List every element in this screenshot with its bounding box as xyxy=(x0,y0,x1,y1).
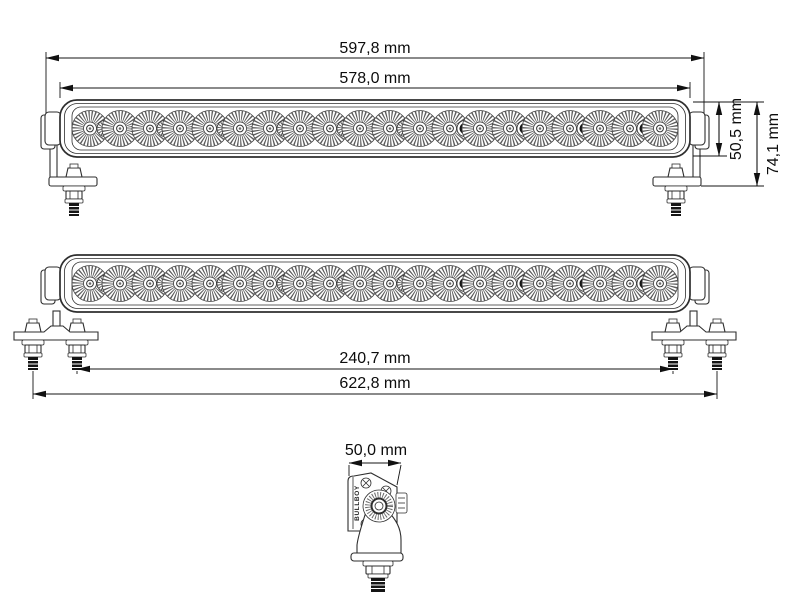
double-bolt-bracket-right xyxy=(651,318,737,371)
mount-bracket-left xyxy=(48,141,98,217)
light-bar-front xyxy=(40,99,710,158)
dim-label-overall-width: 597,8 mm xyxy=(339,40,410,57)
dim-label-outer-bolt-distance: 622,8 mm xyxy=(339,375,410,392)
screw-icon xyxy=(360,477,372,489)
dim-label-inner-bolt-distance: 240,7 mm xyxy=(339,350,410,367)
led-reflector-row xyxy=(72,111,678,147)
dim-label-depth: 50,0 mm xyxy=(345,442,407,459)
pivot-joint xyxy=(362,489,396,523)
pivot-bracket-arm xyxy=(350,507,404,592)
led-reflector-row xyxy=(72,266,678,302)
side-view: 50,0 mm BULLBOY xyxy=(345,442,408,592)
brand-label: BULLBOY xyxy=(354,485,361,521)
dim-label-housing-height: 50,5 mm xyxy=(728,98,745,160)
dim-label-overall-height: 74,1 mm xyxy=(765,113,782,175)
double-bolt-bracket-left xyxy=(13,318,99,371)
mounted-view: 240,7 mm 622,8 mm xyxy=(13,254,737,399)
light-bar-mounted xyxy=(40,254,710,313)
dim-label-housing-width: 578,0 mm xyxy=(339,70,410,87)
front-view: 597,8 mm 578,0 mm 50,5 mm 74,1 mm xyxy=(40,40,782,217)
